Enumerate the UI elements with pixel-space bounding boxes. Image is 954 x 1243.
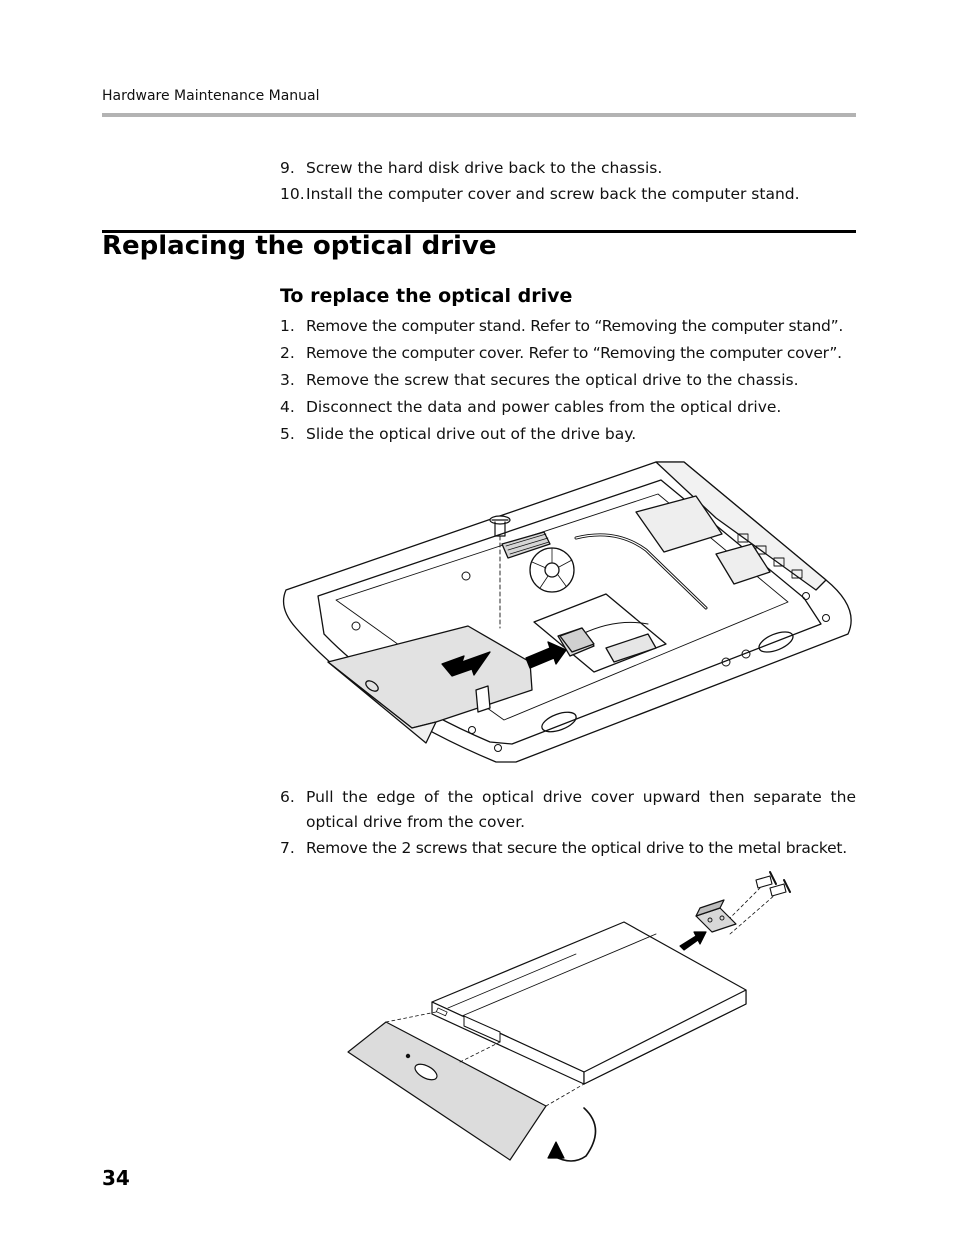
step-number: 1.	[280, 317, 295, 335]
page-number: 34	[102, 1166, 130, 1190]
step-text: Slide the optical drive out of the drive…	[306, 425, 637, 443]
section-title: Replacing the optical drive	[102, 231, 497, 261]
step-number: 10.	[280, 185, 305, 203]
step-text: Remove the 2 screws that secure the opti…	[306, 839, 847, 857]
step-number: 7.	[280, 839, 295, 857]
step-number: 9.	[280, 159, 295, 177]
step-number: 2.	[280, 344, 295, 362]
section-rule	[102, 230, 856, 233]
subsection-title: To replace the optical drive	[280, 285, 573, 307]
step-number: 4.	[280, 398, 295, 416]
step-number: 5.	[280, 425, 295, 443]
step-text: Disconnect the data and power cables fro…	[306, 398, 782, 416]
running-header: Hardware Maintenance Manual	[102, 88, 320, 104]
step-text: Install the computer cover and screw bac…	[306, 185, 800, 203]
step-text: Remove the computer cover. Refer to “Rem…	[306, 344, 842, 362]
step-text: Screw the hard disk drive back to the ch…	[306, 159, 663, 177]
step-text: Remove the screw that secures the optica…	[306, 371, 799, 389]
step-text: Remove the computer stand. Refer to “Rem…	[306, 317, 844, 335]
step-number: 6.	[280, 788, 295, 806]
optical-drive-cover-illustration	[347, 871, 791, 1162]
step-text: Pull the edge of the optical drive cover…	[306, 788, 856, 831]
header-rule	[102, 113, 856, 117]
step-number: 3.	[280, 371, 295, 389]
optical-drive-removal-illustration	[282, 461, 852, 763]
